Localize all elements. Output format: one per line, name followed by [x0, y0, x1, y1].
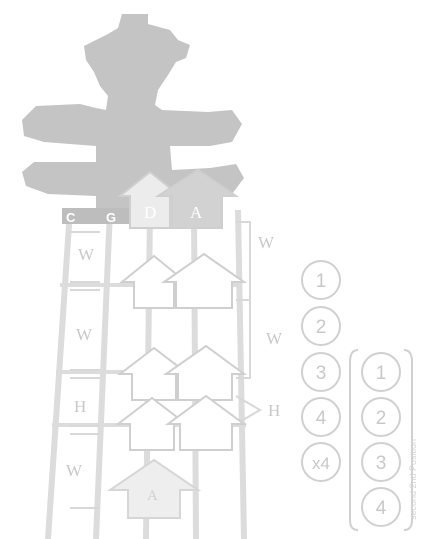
finger-circle-3 [301, 352, 341, 392]
finger-label-3: 3 [316, 363, 327, 384]
second-position-caption: second 2nd Position [408, 439, 418, 520]
second-circle-4 [361, 487, 401, 527]
finger-arrow-d-2 [117, 346, 191, 401]
second-label-2: 2 [376, 408, 387, 429]
open-a-arrow [154, 168, 240, 229]
finger-arrow-a-2 [162, 344, 248, 401]
second-circle-1 [361, 352, 401, 392]
step-right-1: W [258, 233, 275, 252]
second-label-1: 1 [376, 363, 387, 384]
string-label-a: A [190, 203, 203, 222]
step-brackets-left [70, 231, 100, 509]
second-position-fingers [361, 352, 401, 527]
second-circle-2 [361, 397, 401, 437]
finger-circle-4 [301, 397, 341, 437]
step-left-2: W [76, 325, 93, 344]
second-position-bracket [349, 349, 413, 531]
finger-arrow-d-1 [119, 254, 189, 309]
finger-arrow-a-1 [160, 252, 248, 309]
finger-label-4: 4 [316, 408, 327, 429]
second-label-3: 3 [376, 453, 387, 474]
finger-circle-x4 [301, 442, 341, 482]
string-label-c: C [66, 210, 76, 225]
finger-arrow-a-3 [164, 394, 248, 451]
first-position-fingers [301, 260, 341, 482]
step-right-3: H [268, 401, 280, 420]
string-label-g: G [106, 210, 116, 225]
violin-scroll-silhouette [22, 14, 244, 212]
string-label-d: D [144, 203, 156, 222]
finger-arrow-d-3 [115, 396, 189, 451]
open-d-arrow [117, 170, 183, 229]
bottom-a-arrow [106, 458, 202, 519]
second-label-4: 4 [376, 498, 387, 519]
step-left-1: W [78, 245, 95, 264]
step-left-3: H [74, 397, 86, 416]
finger-label-x4: x4 [312, 454, 330, 473]
step-right-2: W [266, 329, 283, 348]
bottom-a-label: A [147, 488, 158, 504]
finger-label-2: 2 [316, 317, 327, 338]
finger-circle-2 [301, 306, 341, 346]
finger-circle-1 [301, 260, 341, 300]
step-brackets-right [235, 221, 262, 425]
finger-label-1: 1 [316, 271, 327, 292]
step-left-4: W [66, 461, 83, 480]
second-circle-3 [361, 442, 401, 482]
